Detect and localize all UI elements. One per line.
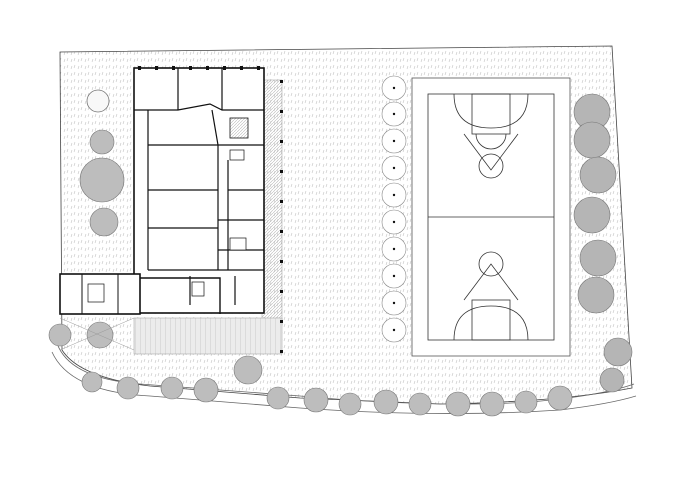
east-tree-row	[573, 93, 633, 393]
columns	[138, 66, 283, 353]
west-tree-cluster	[48, 129, 125, 349]
covered-walkway	[133, 317, 283, 355]
round-planter	[86, 89, 110, 113]
street-tree-row	[81, 355, 573, 417]
school-building	[59, 67, 283, 355]
basketball-court	[411, 77, 571, 357]
stair	[229, 117, 249, 139]
entrance-annex	[59, 273, 141, 315]
